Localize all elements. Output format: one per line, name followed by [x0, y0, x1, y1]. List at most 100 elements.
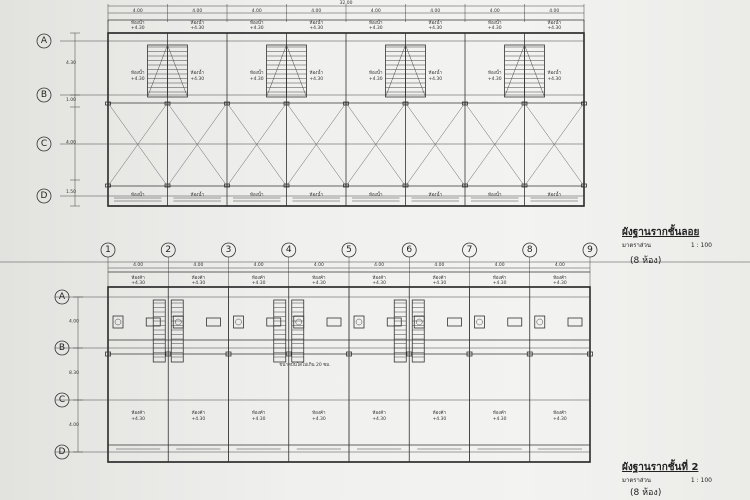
- top-row-label: D: [41, 191, 48, 201]
- bottom-sink-fixture: [507, 317, 523, 327]
- bottom-column-mark: [165, 351, 172, 357]
- bottom-column-mark: [285, 351, 292, 357]
- bottom-shop-label: ห้องค้า: [312, 410, 326, 416]
- top-row-label: B: [41, 90, 47, 100]
- top-room-size: +4.30: [309, 76, 323, 82]
- bottom-stair: [152, 299, 166, 363]
- bottom-shop-label: ห้องค้า: [192, 410, 206, 416]
- bottom-column-mark: [526, 351, 533, 357]
- top-stair-arrow: [266, 44, 287, 98]
- bottom-bay-dim: 4.00: [254, 262, 264, 268]
- top-slab-cross: [524, 102, 585, 187]
- top-stair-arrow: [524, 44, 545, 98]
- bottom-shop-size: +4.30: [312, 416, 326, 422]
- bottom-sink-fixture: [326, 317, 342, 327]
- top-column-mark: [283, 183, 290, 188]
- bottom-column-mark: [225, 351, 232, 357]
- bottom-bay-dim: 4.00: [193, 262, 203, 268]
- top-stair-arrow: [286, 44, 307, 98]
- top-stair-arrow: [167, 44, 188, 98]
- top-plan-scale: มาตราส่วน 1 : 100: [622, 240, 712, 250]
- bottom-front-label: ห้องค้า: [312, 275, 326, 281]
- bottom-shop-label: ห้องค้า: [493, 410, 507, 416]
- bottom-front-label: ห้องค้า: [553, 275, 567, 281]
- bottom-toilet-fixture: [293, 315, 305, 329]
- bottom-bay-dim: 4.00: [555, 262, 565, 268]
- bottom-front-size: +4.30: [131, 280, 145, 286]
- bottom-shop-size: +4.30: [493, 416, 507, 422]
- top-room-label-lower: ห้องน้ำ: [310, 191, 324, 198]
- top-room-size: +4.30: [369, 76, 383, 82]
- bottom-column-label: 6: [406, 245, 412, 255]
- top-room-size: +4.30: [250, 76, 264, 82]
- top-front-room-size: +4.30: [190, 25, 204, 31]
- top-row-label-circle: [36, 33, 52, 49]
- top-column-mark: [462, 183, 468, 188]
- top-front-room-label: ห้องน้ำ: [548, 19, 562, 26]
- bottom-row-label-circle: [54, 340, 70, 356]
- top-front-room-size: +4.30: [131, 25, 145, 31]
- bottom-plan-room-count: (8 ห้อง): [630, 488, 662, 498]
- bottom-bay-dim: 4.00: [495, 262, 505, 268]
- bottom-toilet-fixture: [353, 315, 365, 329]
- bottom-center-note: ขนาดบันไดไม่เกิน 20 ซม.: [279, 362, 330, 368]
- top-front-room-label: ห้องน้ำ: [310, 19, 324, 26]
- top-plan-scale-label: มาตราส่วน: [622, 242, 651, 249]
- top-room-size: +4.30: [428, 76, 442, 82]
- top-bay-dim: 4.00: [133, 8, 143, 14]
- top-row-label-circle: [36, 188, 52, 204]
- bottom-toilet-bowl: [295, 318, 302, 326]
- top-column-mark: [105, 101, 111, 106]
- top-stair-arrow: [147, 44, 168, 98]
- top-room-size: +4.30: [131, 76, 145, 82]
- bottom-front-label: ห้องค้า: [372, 275, 386, 281]
- bottom-stair: [411, 299, 425, 363]
- top-stair-arrow: [385, 44, 406, 98]
- top-room-size: +4.30: [488, 76, 502, 82]
- bottom-column-mark: [406, 351, 413, 357]
- bottom-column-label: 3: [226, 245, 232, 255]
- bottom-stair: [291, 299, 305, 363]
- bottom-sink-fixture: [567, 317, 583, 327]
- top-column-mark: [402, 183, 409, 188]
- top-room-label: ห้องน้ำ: [548, 69, 562, 76]
- bottom-side-dim: 8.30: [69, 370, 79, 376]
- bottom-column-label: 8: [527, 245, 533, 255]
- bottom-shop-label: ห้องค้า: [372, 410, 386, 416]
- top-front-room-size: +4.30: [428, 25, 442, 31]
- bottom-shop-size: +4.30: [131, 416, 145, 422]
- top-bay-dim: 4.00: [490, 8, 500, 14]
- top-front-room-label: ห้องน้ำ: [191, 19, 205, 26]
- top-column-mark: [521, 183, 528, 188]
- bottom-toilet-bowl: [416, 318, 423, 326]
- bottom-front-size: +4.30: [432, 280, 446, 286]
- top-stair-arrow: [504, 44, 525, 98]
- top-room-label-lower: ห้องน้ำ: [548, 191, 562, 198]
- top-front-room-size: +4.30: [309, 25, 323, 31]
- bottom-toilet-bowl: [114, 318, 122, 326]
- top-row-label-circle: [36, 136, 52, 152]
- bottom-shop-size: +4.30: [372, 416, 386, 422]
- top-front-room-size: +4.30: [369, 25, 383, 31]
- top-side-dim: 4.30: [66, 60, 76, 66]
- bottom-row-label: B: [59, 343, 65, 353]
- bottom-plan-scale: มาตราส่วน 1 : 100: [622, 475, 712, 485]
- top-plan-title: ผังฐานรากชั้นลอย: [622, 227, 700, 238]
- top-column-mark: [343, 101, 349, 106]
- top-row-label-circle: [36, 87, 52, 103]
- bottom-toilet-fixture: [413, 315, 425, 329]
- bottom-front-size: +4.30: [252, 280, 266, 286]
- bottom-shop-size: +4.30: [252, 416, 266, 422]
- bottom-shop-size: +4.30: [553, 416, 567, 422]
- top-room-label-lower: ห้องน้ำ: [369, 191, 383, 198]
- top-room-label-lower: ห้องน้ำ: [488, 191, 502, 198]
- top-slab-cross: [167, 102, 228, 187]
- bottom-stair: [393, 299, 407, 363]
- top-front-room-label: ห้องน้ำ: [131, 19, 145, 26]
- bottom-shop-size: +4.30: [191, 416, 205, 422]
- top-side-dim: 1.00: [66, 97, 76, 103]
- top-slab-cross: [286, 102, 347, 187]
- top-room-label-lower: ห้องน้ำ: [131, 191, 145, 198]
